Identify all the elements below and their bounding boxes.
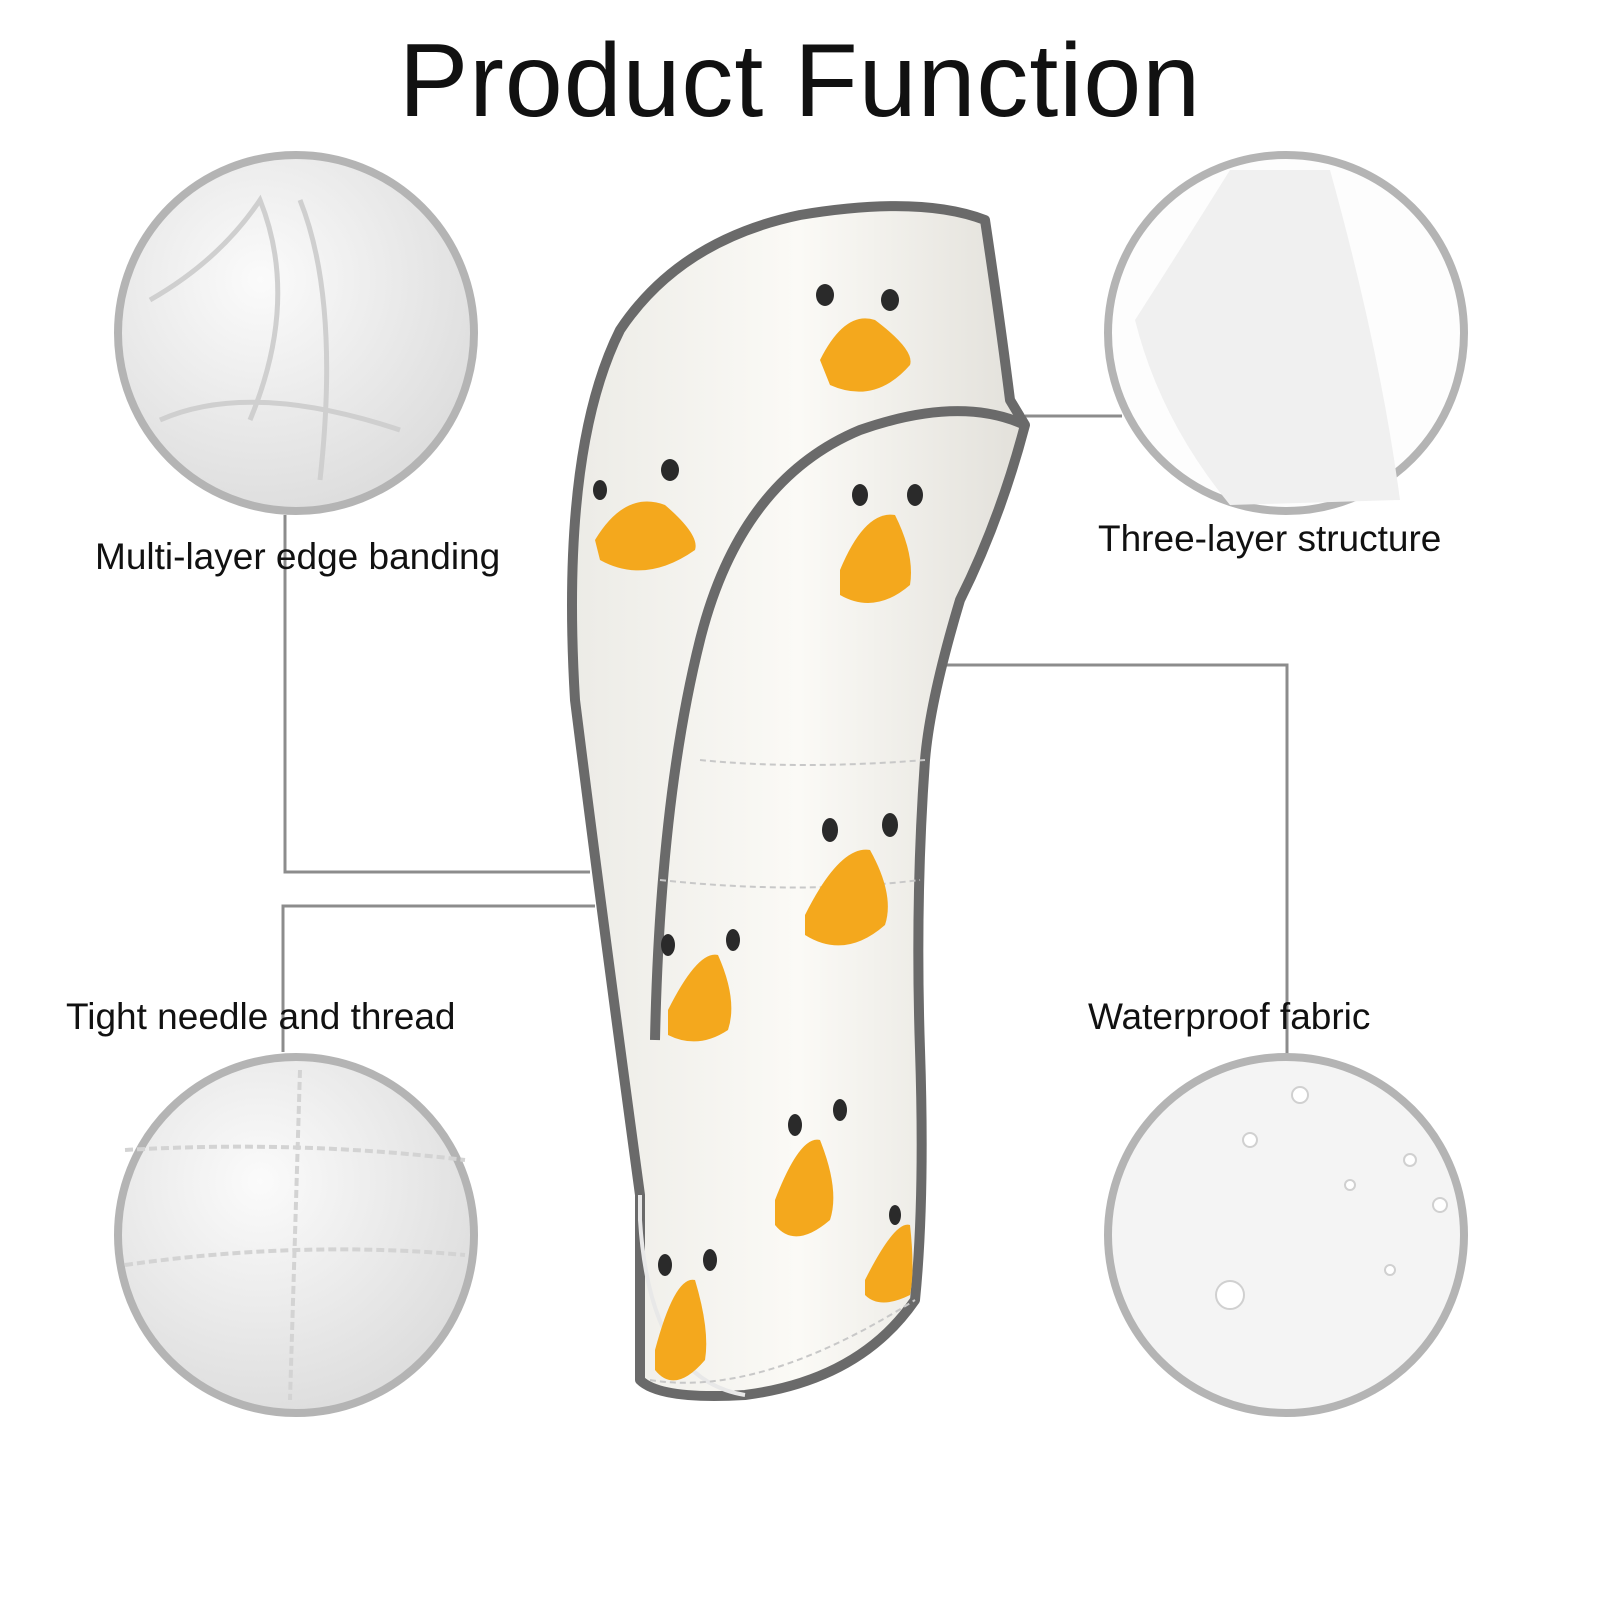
feature-label-waterproof: Waterproof fabric bbox=[1088, 996, 1371, 1037]
detail-circle-edge-banding bbox=[114, 151, 478, 515]
feature-label-three-layer: Three-layer structure bbox=[1098, 518, 1442, 559]
detail-circle-waterproof bbox=[1104, 1053, 1468, 1417]
feature-label-needle-thread: Tight needle and thread bbox=[66, 996, 456, 1037]
connector-needle-thread bbox=[281, 904, 595, 1052]
detail-circle-needle-thread bbox=[114, 1053, 478, 1417]
detail-circle-three-layer bbox=[1104, 151, 1468, 515]
connector-edge-banding bbox=[283, 515, 590, 874]
duck-faces bbox=[593, 284, 923, 1381]
connector-lines bbox=[281, 414, 1289, 1055]
connector-waterproof bbox=[900, 663, 1289, 1055]
headcover-product bbox=[567, 201, 1030, 1401]
feature-label-edge-banding: Multi-layer edge banding bbox=[95, 536, 501, 577]
page-title: Product Function bbox=[398, 23, 1202, 139]
